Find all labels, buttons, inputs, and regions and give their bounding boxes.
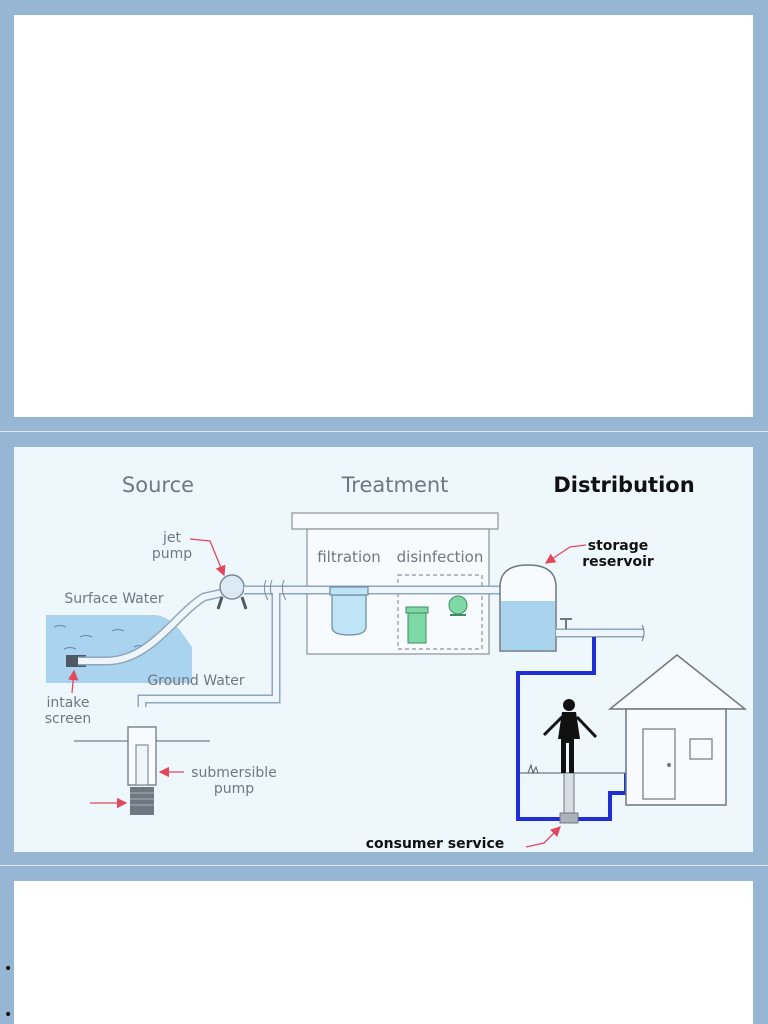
submersible-label-1: submersible <box>191 765 277 781</box>
storage-label-1: storage <box>588 538 649 554</box>
storage-reservoir <box>499 564 645 652</box>
treatment-plant <box>291 512 499 655</box>
disinfection-unit <box>405 595 468 644</box>
intake-screen-label-1: intake <box>46 695 89 711</box>
ground-water-label: Ground Water <box>147 673 245 689</box>
disinfection-label: disinfection <box>397 548 484 566</box>
storage-label-2: reservoir <box>582 554 654 570</box>
filtration-tank <box>329 586 369 636</box>
jet-pump <box>216 574 248 610</box>
diagram-panel: Source Treatment Distribution filtration… <box>14 447 753 852</box>
person-silhouette <box>542 699 598 773</box>
house <box>607 654 748 806</box>
intake-screen-label-2: screen <box>45 711 92 727</box>
heading-source: Source <box>122 473 194 497</box>
disinfection-box <box>397 574 483 650</box>
bullet-1: • <box>4 961 13 977</box>
surface-water-label: Surface Water <box>64 591 163 607</box>
submersible-label-2: pump <box>214 781 254 797</box>
heading-distribution: Distribution <box>553 473 694 497</box>
bottom-panel <box>14 881 753 1024</box>
heading-treatment: Treatment <box>341 473 449 497</box>
submersible-pump <box>127 726 157 815</box>
bullet-2: • <box>4 1007 13 1023</box>
water-system-diagram: Source Treatment Distribution filtration… <box>45 473 748 852</box>
consumer-service-label: consumer service <box>366 836 505 852</box>
filtration-label: filtration <box>317 548 381 566</box>
jet-pump-label-2: pump <box>152 546 192 562</box>
top-panel <box>14 15 753 417</box>
jet-pump-label-1: jet <box>162 530 182 546</box>
